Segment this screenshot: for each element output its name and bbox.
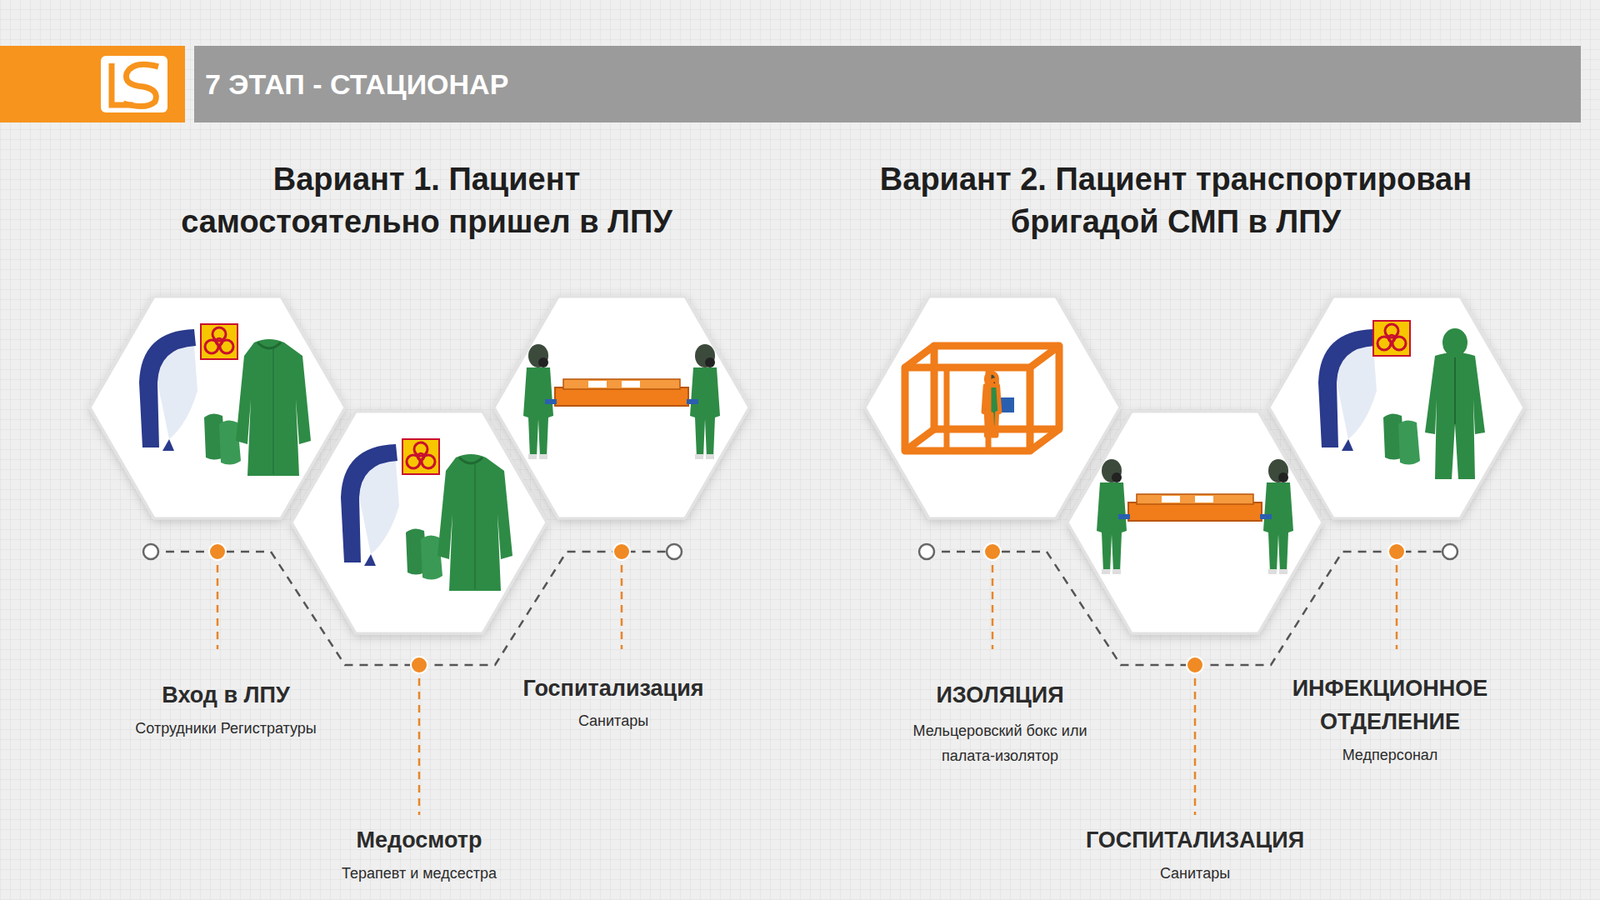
column-heading: Вариант 2. Пациент транспортирован брига…	[875, 158, 1476, 244]
stage-title: Госпитализация	[488, 673, 739, 704]
hexagon-tile	[291, 411, 547, 634]
column-heading: Вариант 1. Пациент самостоятельно пришел…	[151, 158, 702, 244]
stage-title: ГОСПИТАЛИЗАЦИЯ	[1053, 825, 1337, 855]
hexagon-tile	[865, 296, 1120, 519]
stage-staff: Санитары	[1070, 863, 1320, 884]
stage-staff: Медперсонал	[1277, 745, 1503, 765]
stage-staff: Сотрудники Регистратуры	[92, 718, 360, 739]
logo	[100, 55, 168, 113]
hexagon-tile	[494, 296, 750, 519]
stage-title: Медосмотр	[294, 825, 545, 855]
hexagon-tile	[1269, 296, 1525, 519]
hexagon-tile	[1067, 411, 1323, 634]
stage-staff: Санитары	[488, 710, 739, 731]
header-bar	[194, 45, 1581, 123]
stage-staff: Мельцеровский бокс или палата-изолятор	[895, 718, 1105, 769]
stage-title: ИЗОЛЯЦИЯ	[875, 680, 1125, 710]
hexagon-tile	[90, 296, 345, 519]
header-accent	[0, 45, 185, 123]
stage-staff: Терапевт и медсестра	[294, 863, 545, 884]
page-title: 7 ЭТАП - СТАЦИОНАР	[205, 45, 509, 123]
stage-title: ИНФЕКЦИОННОЕ ОТДЕЛЕНИЕ	[1277, 671, 1503, 739]
stage-title: Вход в ЛПУ	[100, 680, 351, 710]
